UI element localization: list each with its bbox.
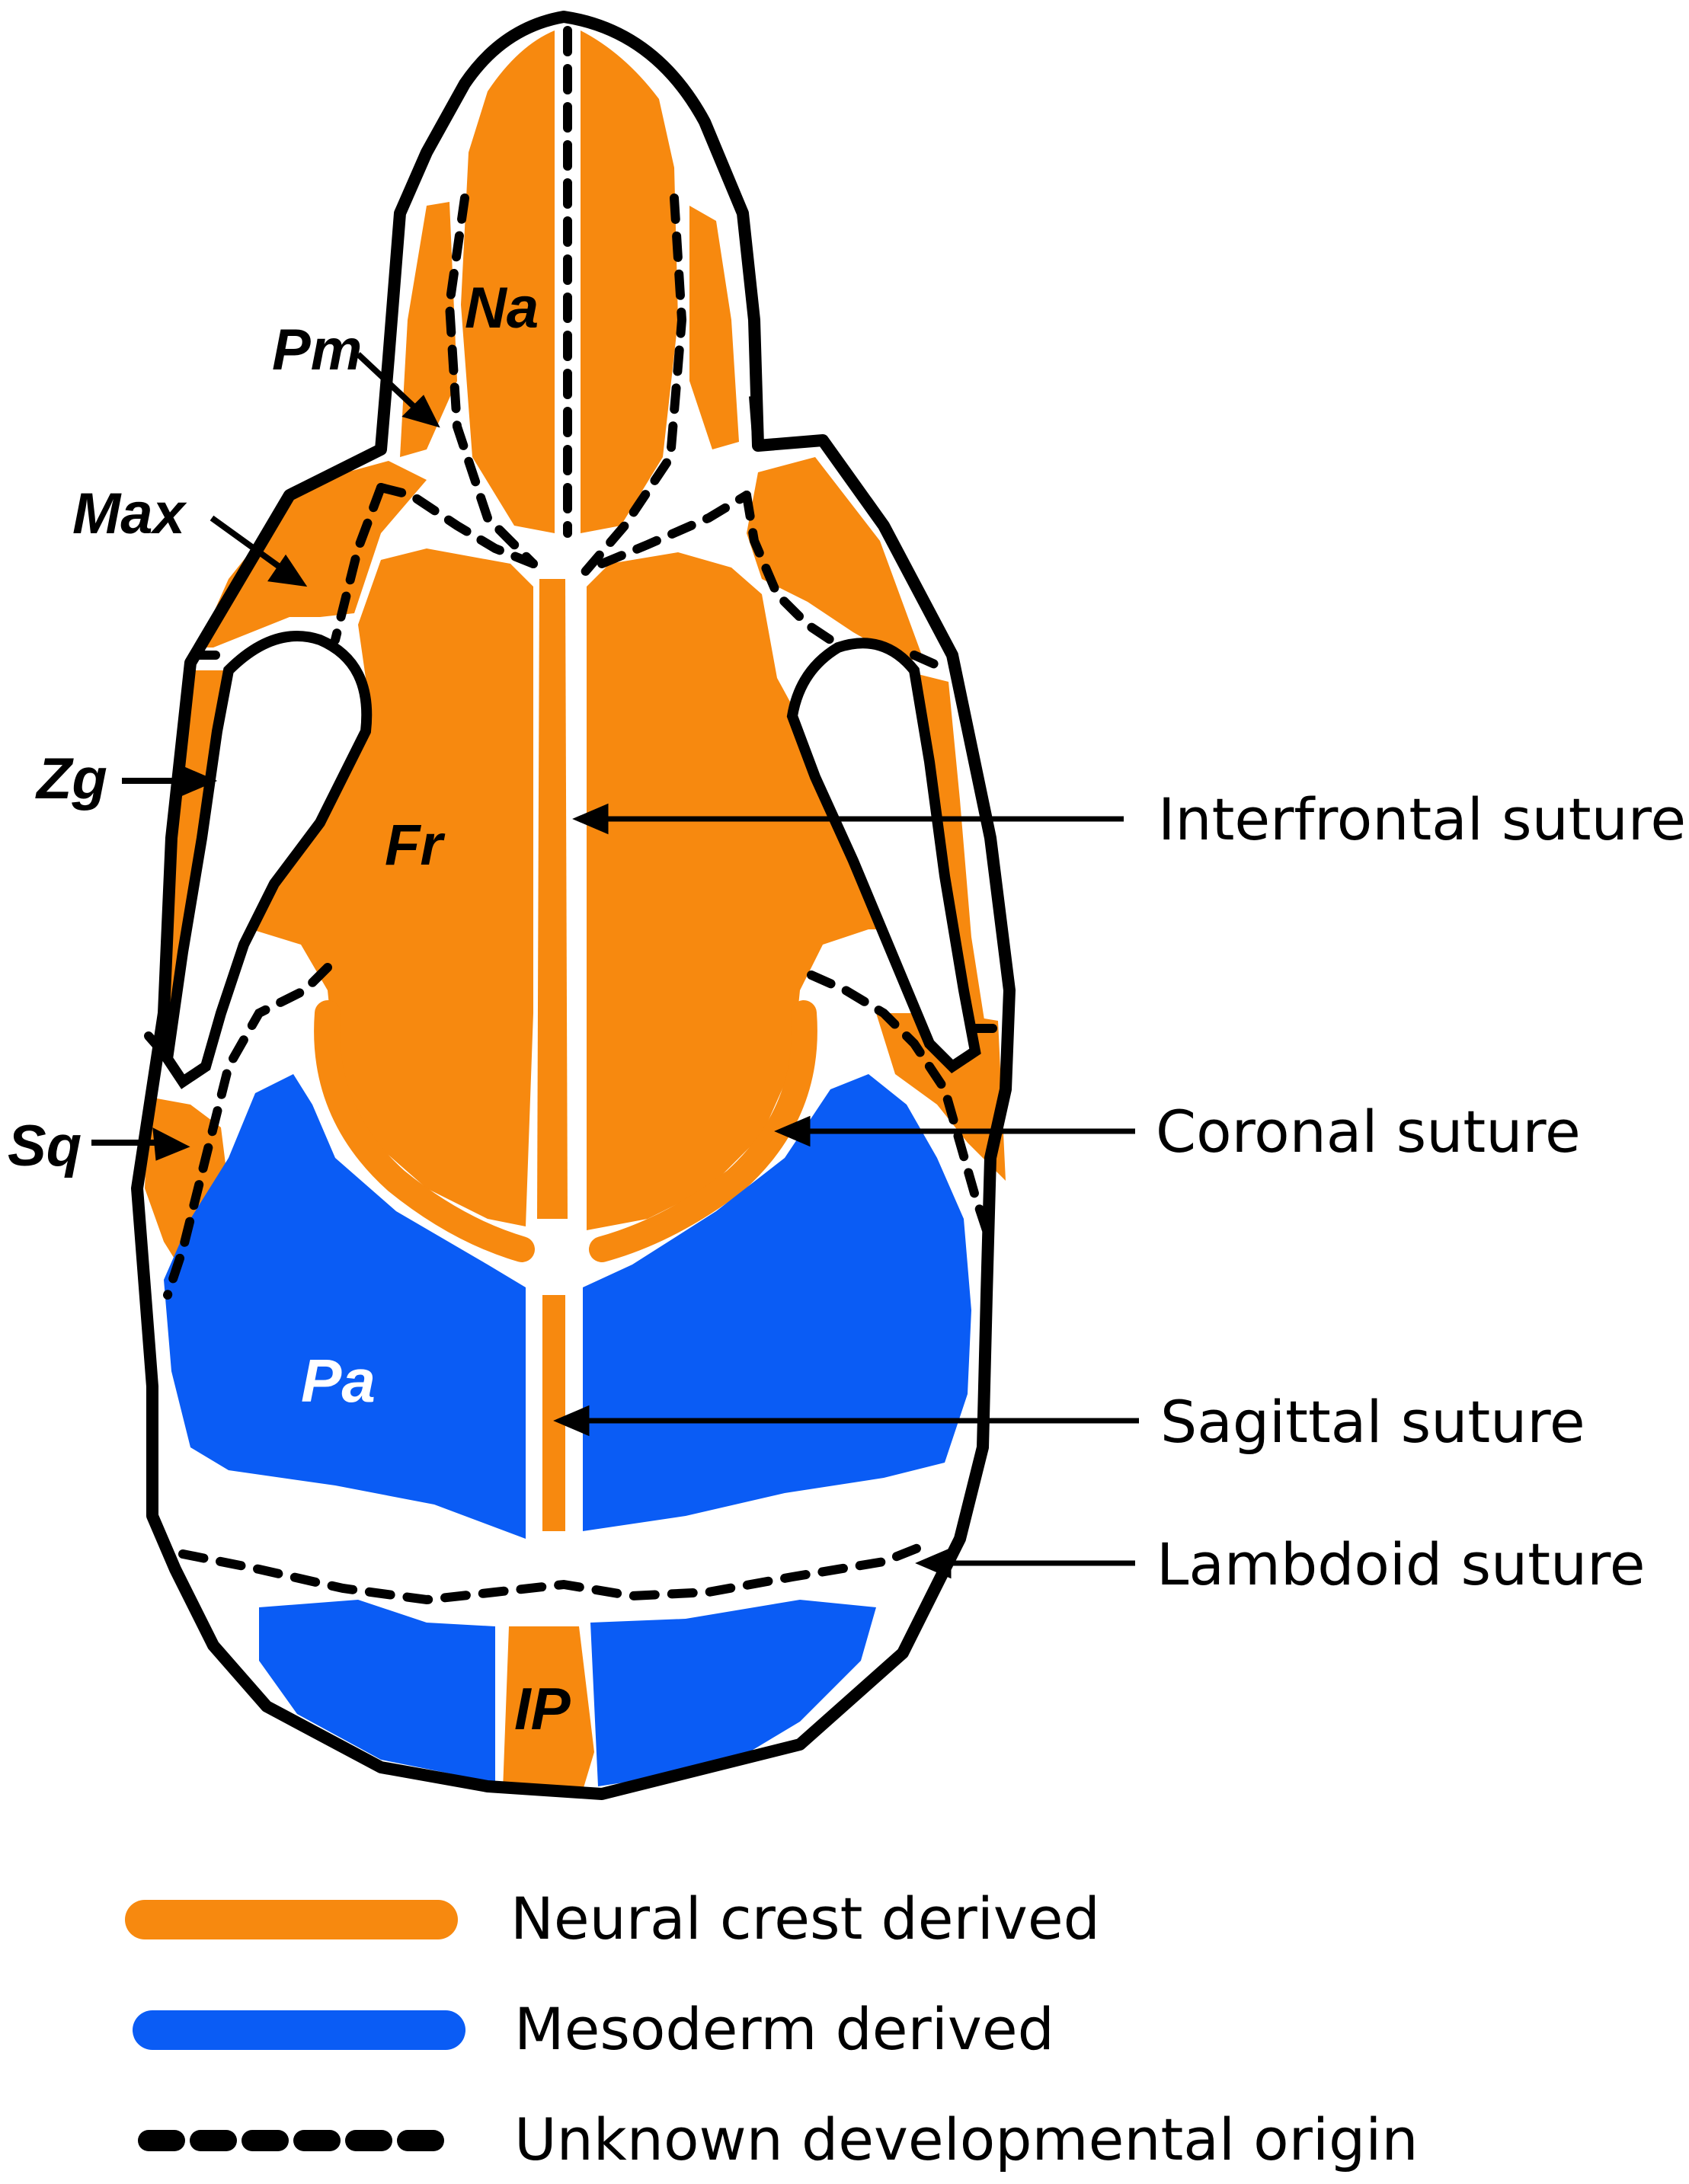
- sagittal-strip: [542, 1295, 565, 1531]
- coronal-strip-right: [589, 1000, 817, 1262]
- suture-callouts: [553, 803, 1139, 1579]
- label-sq: Sq: [8, 1114, 82, 1178]
- arrowhead-sq-icon: [152, 1127, 190, 1161]
- nasal-premax-right: [574, 193, 687, 584]
- frontal-left: [221, 548, 533, 1226]
- mesoderm-bones: [164, 1074, 971, 1786]
- nasal-left: [461, 30, 555, 533]
- arrowhead-interfrontal-icon: [572, 803, 609, 835]
- zygomatic-right: [918, 674, 990, 1059]
- interparietal-right: [590, 1600, 876, 1786]
- label-fr: Fr: [385, 813, 446, 878]
- legend-label-unknown-origin: Unknown developmental origin: [514, 2106, 1419, 2173]
- zyg-maxilla-right: [910, 651, 953, 675]
- nasal-right: [581, 30, 678, 533]
- arrow-pm: [356, 352, 421, 414]
- label-ip: IP: [514, 1675, 571, 1742]
- bone-labels: Na Pm Max Zg Fr Sq Pa IP: [8, 276, 571, 1742]
- interparietal-strip: [503, 1626, 594, 1790]
- parietal-left: [164, 1074, 526, 1539]
- interfrontal-strip: [537, 579, 568, 1219]
- label-coronal-suture: Coronal suture: [1156, 1098, 1581, 1166]
- arrowhead-coronal-icon: [774, 1115, 811, 1147]
- maxilla-right: [747, 457, 922, 663]
- label-sagittal-suture: Sagittal suture: [1160, 1388, 1585, 1456]
- nasal-premax-left: [444, 193, 538, 568]
- orbit-left: [162, 631, 373, 1089]
- label-lambdoid-suture: Lambdoid suture: [1156, 1530, 1646, 1598]
- label-pm: Pm: [272, 318, 362, 382]
- orbit-right: [786, 638, 981, 1074]
- arrowhead-sagittal-icon: [553, 1405, 590, 1437]
- arrowhead-lambdoid-icon: [915, 1547, 952, 1579]
- label-pa: Pa: [301, 1347, 376, 1415]
- parietal-right: [583, 1074, 971, 1531]
- coronal-strip-left: [314, 1000, 535, 1262]
- bone-arrows: [91, 352, 440, 1161]
- frontonasal-left: [376, 483, 538, 568]
- label-zg: Zg: [35, 747, 107, 811]
- label-na: Na: [465, 276, 539, 341]
- arrow-max: [210, 515, 288, 574]
- premaxilla-left: [400, 202, 457, 457]
- legend-label-mesoderm: Mesoderm derived: [514, 1995, 1054, 2063]
- skull-outline: [131, 11, 1016, 1800]
- interparietal-left: [259, 1600, 495, 1783]
- frontal-right: [587, 552, 914, 1230]
- arrowhead-pm-icon: [401, 395, 440, 428]
- arrowhead-zg-icon: [180, 764, 218, 798]
- label-interfrontal-suture: Interfrontal suture: [1158, 785, 1686, 853]
- unknown-origin-sutures: [144, 26, 1003, 1605]
- fronto-squamosal-right: [807, 970, 995, 1246]
- frontonasal-right: [597, 491, 751, 568]
- fronto-squamosal-left: [163, 963, 332, 1300]
- rostrum-notch-left: [376, 357, 394, 450]
- skull: [131, 11, 1016, 1800]
- legend-label-neural-crest: Neural crest derived: [510, 1885, 1100, 1952]
- label-max: Max: [72, 481, 187, 546]
- suture-labels: Interfrontal suture Coronal suture Sagit…: [1156, 785, 1686, 1598]
- maxilla-frontal-left: [331, 483, 385, 644]
- rostrum-notch-right: [749, 395, 763, 446]
- premaxilla-right: [689, 206, 739, 449]
- legend: Neural crest derived Mesoderm derived Un…: [125, 1885, 1419, 2173]
- lambdoid-suture-line: [178, 1542, 926, 1605]
- arrowhead-max-icon: [267, 554, 308, 587]
